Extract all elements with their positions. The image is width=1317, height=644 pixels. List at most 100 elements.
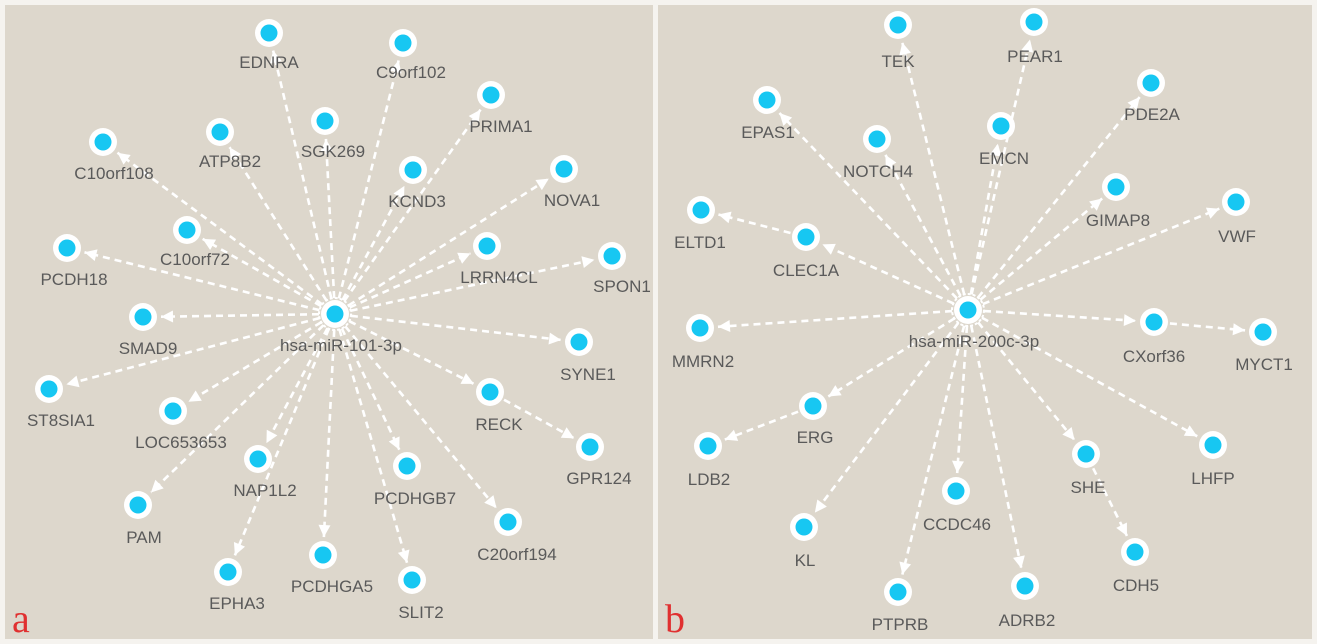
target-node-sgk269 (311, 107, 339, 135)
target-label-nova1: NOVA1 (544, 191, 600, 210)
target-node-cdh5 (1121, 538, 1149, 566)
target-node-kl (790, 513, 818, 541)
target-label-ptprb: PTPRB (872, 615, 929, 634)
target-node-notch4 (863, 125, 891, 153)
target-label-ccdc46: CCDC46 (923, 515, 991, 534)
edge-slit2 (338, 329, 410, 564)
edge-sgk269 (320, 138, 336, 299)
edge-c9orf102 (337, 60, 402, 299)
target-node-lhfp (1199, 431, 1227, 459)
target-label-nap1l2: NAP1L2 (233, 481, 296, 500)
target-node-ednra (255, 19, 283, 47)
target-label-clec1a: CLEC1A (773, 261, 840, 280)
target-label-gpr124: GPR124 (566, 469, 631, 488)
target-node-kcnd3 (399, 156, 427, 184)
target-label-epha3: EPHA3 (209, 594, 265, 613)
target-label-pde2a: PDE2A (1124, 105, 1180, 124)
target-node-ccdc46 (942, 477, 970, 505)
edge-notch4 (884, 154, 962, 297)
target-node-pear1 (1020, 8, 1048, 36)
edge-she (977, 321, 1076, 441)
edge-emcn (969, 143, 1002, 295)
target-node-myct1 (1249, 318, 1277, 346)
target-node-pcdhga5 (309, 541, 337, 569)
edge-pcdh18 (84, 249, 320, 312)
target-node-atp8b2 (206, 118, 234, 146)
target-node-ldb2 (694, 432, 722, 460)
edge-cxorf36-myct1 (1169, 322, 1246, 336)
target-node-mmrn2 (686, 314, 714, 342)
edge-lhfp (981, 316, 1198, 438)
target-node-smad9 (129, 303, 157, 331)
target-node-pde2a (1137, 69, 1165, 97)
target-label-sgk269: SGK269 (301, 142, 365, 161)
target-node-nap1l2 (244, 445, 272, 473)
edge-ccdc46 (951, 325, 969, 474)
target-label-cdh5: CDH5 (1113, 576, 1159, 595)
target-label-ednra: EDNRA (239, 53, 299, 72)
target-node-vwf (1222, 188, 1250, 216)
target-node-ptprb (884, 578, 912, 606)
edge-mmrn2 (717, 309, 953, 332)
edge-st8sia1 (66, 316, 320, 388)
target-label-syne1: SYNE1 (560, 365, 616, 384)
target-node-gimap8 (1102, 173, 1130, 201)
edge-vwf (982, 207, 1220, 306)
edge-gimap8 (979, 197, 1103, 301)
target-node-epha3 (214, 558, 242, 586)
target-label-c9orf102: C9orf102 (376, 63, 446, 82)
edge-pear1 (970, 39, 1034, 295)
edge-epas1 (778, 112, 958, 300)
target-node-eltd1 (687, 196, 715, 224)
target-label-pear1: PEAR1 (1007, 47, 1063, 66)
hub-label-b: hsa-miR-200c-3p (909, 332, 1039, 351)
target-label-gimap8: GIMAP8 (1086, 211, 1150, 230)
target-label-c20orf194: C20orf194 (477, 545, 556, 564)
target-label-myct1: MYCT1 (1235, 355, 1293, 374)
panel-label-a: a (12, 596, 30, 641)
target-node-pam (124, 491, 152, 519)
edge-reck (348, 320, 475, 386)
target-node-she (1072, 440, 1100, 468)
edge-c10orf108 (116, 151, 323, 306)
edge-spon1 (350, 256, 595, 312)
target-node-lrrn4cl (473, 232, 501, 260)
target-label-emcn: EMCN (979, 149, 1029, 168)
edge-pde2a (977, 96, 1141, 299)
target-label-slit2: SLIT2 (398, 603, 443, 622)
target-label-ldb2: LDB2 (688, 470, 731, 489)
network-graph-a: hsa-miR-101-3pEDNRAC9orf102PRIMA1SGK269A… (27, 19, 651, 622)
edge-ednra (270, 50, 333, 299)
edge-erg (827, 317, 956, 398)
hub-node-a (318, 297, 352, 331)
target-node-c10orf72 (173, 216, 201, 244)
target-label-lrrn4cl: LRRN4CL (460, 268, 537, 287)
edge-reck-gpr124 (503, 398, 575, 440)
target-label-tek: TEK (881, 52, 915, 71)
edge-c10orf72 (202, 237, 322, 308)
target-node-cxorf36 (1140, 308, 1168, 336)
target-node-epas1 (753, 86, 781, 114)
edge-atp8b2 (228, 146, 328, 302)
edges-a (66, 50, 595, 564)
target-node-syne1 (565, 328, 593, 356)
edge-clec1a (821, 243, 954, 305)
target-node-loc653653 (159, 397, 187, 425)
target-node-spon1 (598, 242, 626, 270)
edge-epha3 (233, 328, 331, 556)
edge-lrrn4cl (349, 252, 472, 309)
target-label-kcnd3: KCND3 (388, 192, 446, 211)
edge-erg-ldb2 (724, 410, 799, 441)
target-label-reck: RECK (475, 415, 523, 434)
target-node-reck (476, 378, 504, 406)
edge-nap1l2 (265, 327, 329, 444)
hub-node-b (951, 293, 985, 327)
target-label-she: SHE (1071, 478, 1106, 497)
target-label-atp8b2: ATP8B2 (199, 152, 261, 171)
target-label-pcdh18: PCDH18 (40, 270, 107, 289)
edge-loc653653 (187, 321, 322, 403)
target-node-tek (884, 11, 912, 39)
